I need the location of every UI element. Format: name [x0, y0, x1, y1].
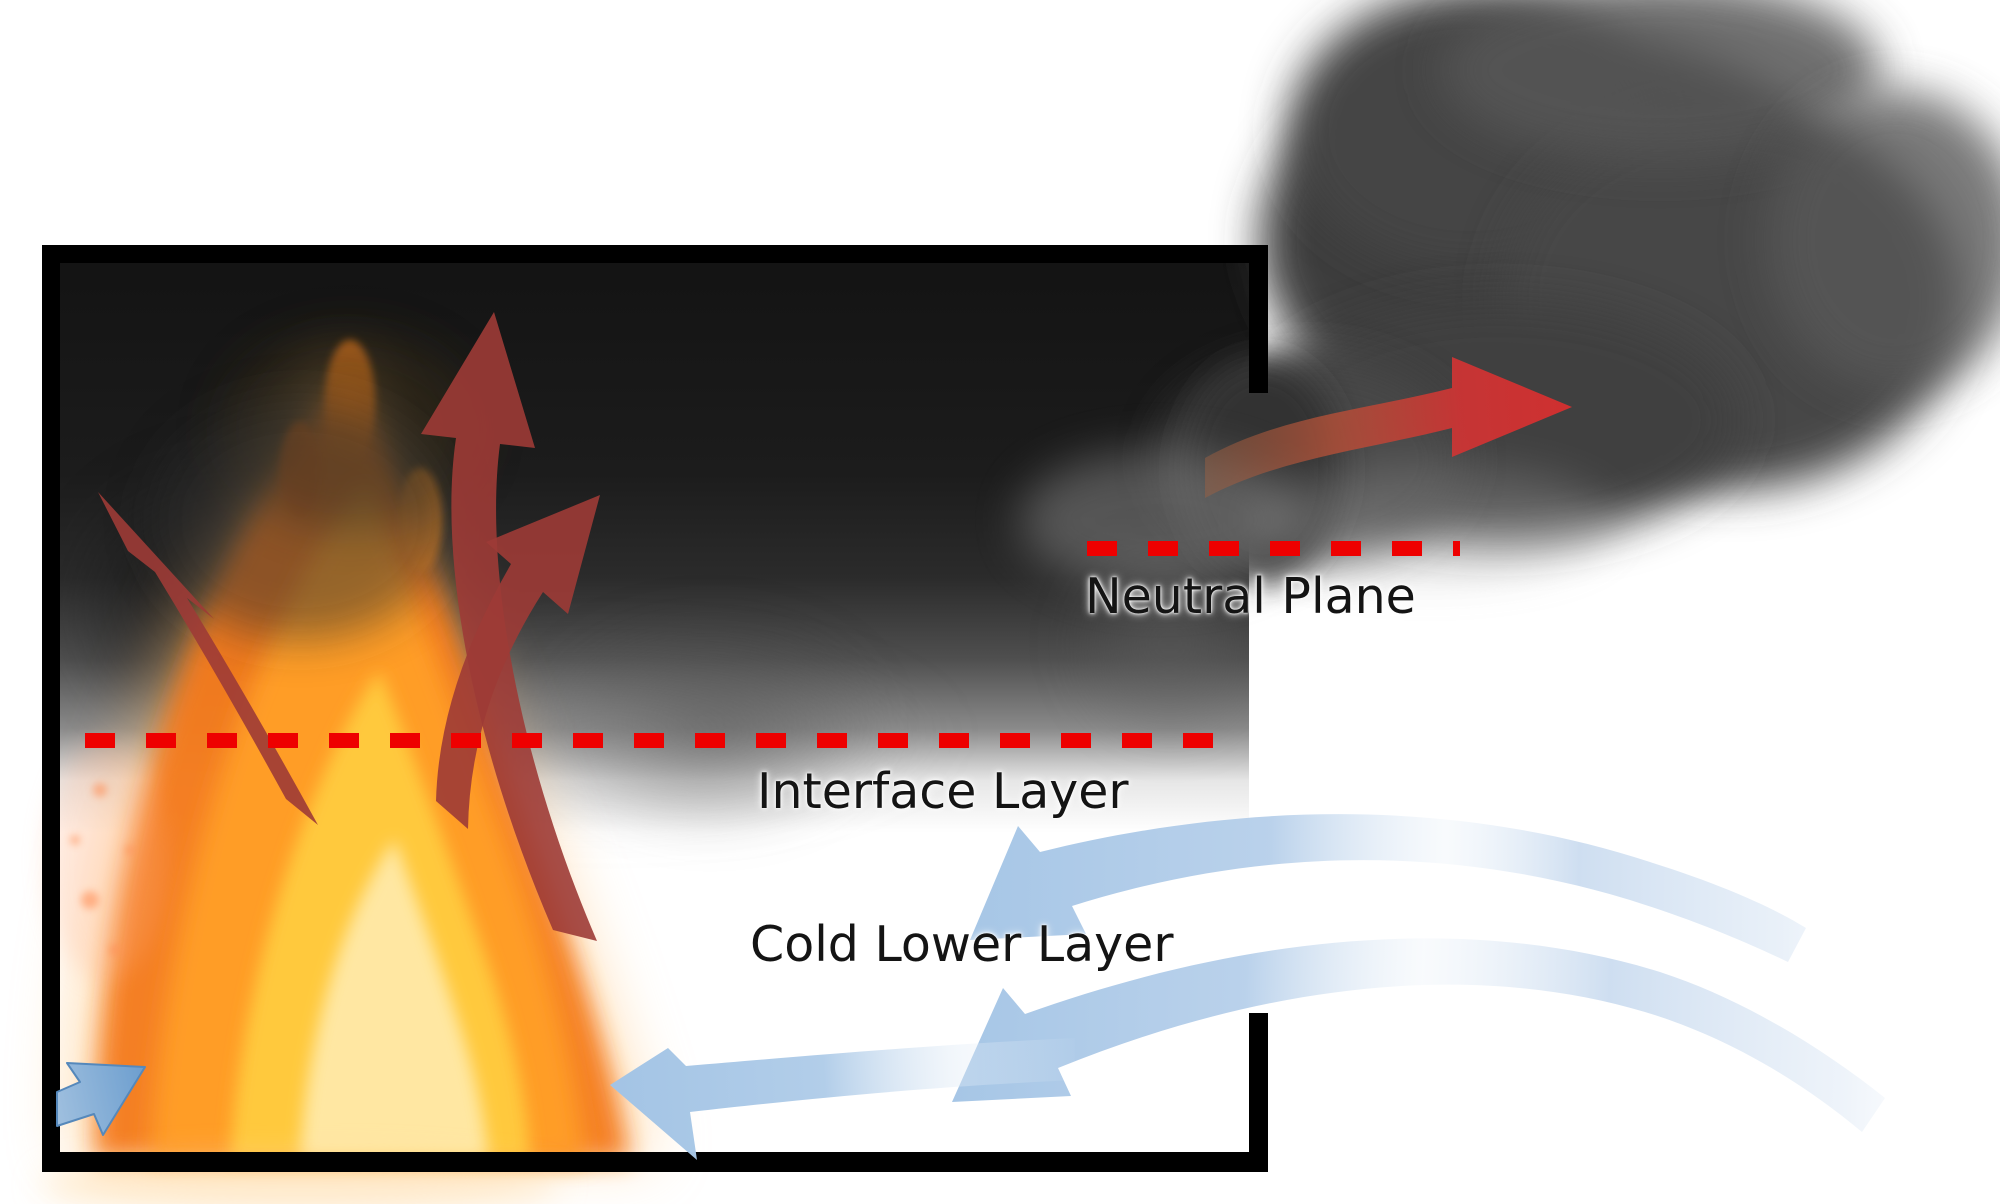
cool-air-arrow-left-wall [56, 1062, 146, 1136]
cold-lower-layer-label: Cold Lower Layer [750, 916, 1174, 973]
vent-smoke-arrow [1205, 357, 1572, 498]
wall-floor [42, 1152, 1268, 1172]
wall-right-above-opening [1249, 245, 1268, 393]
cool-air-arrow-lower [952, 938, 1885, 1132]
neutral-plane-line [1087, 541, 1460, 556]
wall-right-below-opening [1249, 1013, 1268, 1172]
fire [40, 330, 656, 1204]
cool-air-arrow-floor [610, 1038, 1075, 1160]
wall-left [42, 245, 60, 1172]
wall-top [42, 245, 1268, 263]
neutral-plane-label: Neutral Plane [1085, 568, 1416, 625]
cool-air-arrow-upper [970, 814, 1806, 962]
hot-gas-arrow-middle [421, 312, 597, 941]
interface-layer-label: Interface Layer [757, 763, 1129, 820]
flame-core [300, 840, 488, 1160]
interface-layer-line [85, 733, 1225, 748]
